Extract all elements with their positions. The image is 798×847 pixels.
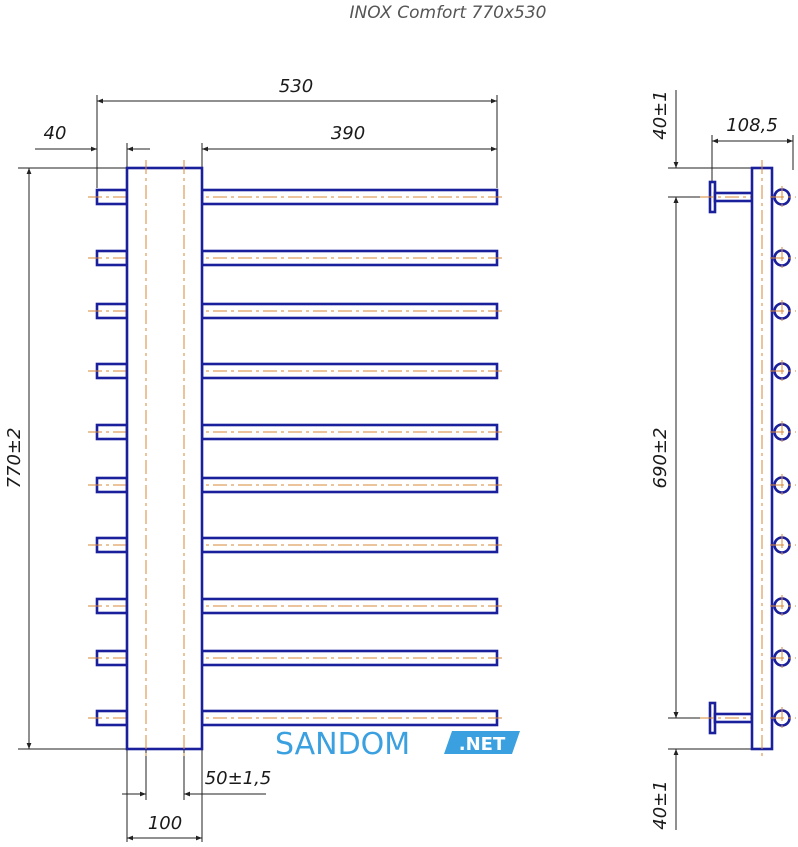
dimension-label-side-depth: 108,5: [726, 115, 778, 136]
side-rail-4: [770, 360, 796, 382]
front-view: 530 40 390 770±2 50±1,5 100: [4, 76, 506, 842]
brand-suffix-badge: [444, 731, 520, 754]
side-rail-5: [770, 421, 796, 443]
side-rail-9: [770, 647, 796, 669]
side-rail-3: [770, 300, 796, 322]
brand-suffix: .NET: [459, 734, 506, 755]
dimension-label-left-offset: 40: [44, 123, 67, 144]
dimension-label-center-distance: 50±1,5: [205, 768, 272, 789]
side-rails: [770, 186, 796, 729]
dimension-label-collector-width: 100: [148, 813, 182, 834]
dimension-label-bar-length: 390: [331, 123, 365, 144]
dimension-label-side-height: 690±2: [650, 428, 671, 489]
brand-name: SANDOM: [275, 727, 410, 762]
side-rail-6: [770, 474, 796, 496]
side-rail-7: [770, 534, 796, 556]
side-rail-10: [770, 707, 796, 729]
side-view: 108,5 40±1 690±2 40±1: [650, 90, 796, 830]
dimension-label-total-height: 770±2: [4, 428, 25, 489]
vertical-collector: [125, 166, 204, 751]
side-rail-2: [770, 247, 796, 269]
front-rail-8: [88, 597, 506, 615]
dimension-label-side-bottom: 40±1: [650, 780, 671, 829]
side-rail-8: [770, 595, 796, 617]
front-rail-9: [88, 649, 506, 667]
drawing-title: INOX Comfort 770x530: [350, 3, 547, 23]
dimension-label-total-width: 530: [279, 76, 313, 97]
dimension-label-side-top: 40±1: [650, 90, 671, 139]
brand-watermark: SANDOM .NET: [275, 727, 520, 762]
side-rail-1: [770, 186, 796, 208]
